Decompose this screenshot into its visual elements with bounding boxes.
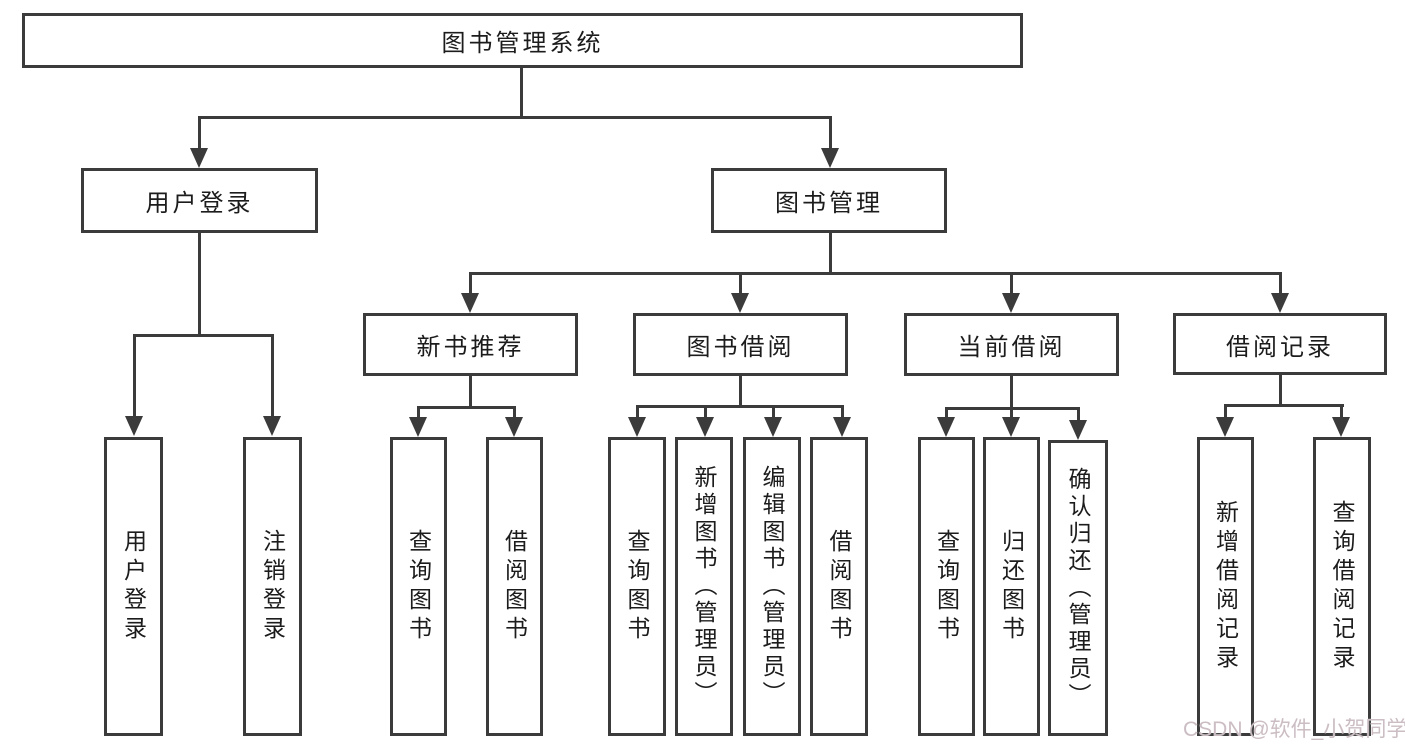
arrow-down-icon bbox=[263, 416, 281, 436]
csdn-watermark: CSDN @软件_小贺同学 bbox=[1183, 718, 1405, 741]
connector-line bbox=[636, 405, 639, 419]
node-book-management: 图书管理 bbox=[711, 168, 947, 233]
connector-line bbox=[469, 272, 1282, 275]
leaf-query-book-1-label: 查询图书 bbox=[405, 528, 432, 645]
leaf-return-book: 归还图书 bbox=[983, 437, 1040, 736]
leaf-borrow-book-2: 借阅图书 bbox=[810, 437, 868, 736]
leaf-confirm-return-admin: 确认归还（管理员） bbox=[1048, 440, 1108, 736]
arrow-down-icon bbox=[833, 417, 851, 437]
connector-line bbox=[1279, 272, 1282, 295]
connector-line bbox=[198, 116, 831, 119]
leaf-confirm-return-admin-label: 确认归还（管理员） bbox=[1065, 466, 1091, 710]
connector-line bbox=[1077, 407, 1080, 421]
node-user-login: 用户登录 bbox=[81, 168, 318, 233]
arrow-down-icon bbox=[1271, 293, 1289, 313]
connector-line bbox=[1279, 375, 1282, 407]
leaf-query-book-3-label: 查询图书 bbox=[933, 528, 960, 645]
leaf-user-login: 用户登录 bbox=[104, 437, 163, 736]
leaf-query-book-3: 查询图书 bbox=[918, 437, 975, 736]
arrow-down-icon bbox=[1332, 417, 1350, 437]
connector-line bbox=[417, 406, 420, 419]
connector-line bbox=[469, 272, 472, 295]
leaf-query-book-2: 查询图书 bbox=[608, 437, 666, 736]
connector-line bbox=[1224, 404, 1344, 407]
leaf-add-borrow-record-label: 新增借阅记录 bbox=[1212, 499, 1239, 674]
connector-line bbox=[829, 116, 832, 149]
arrow-down-icon bbox=[731, 293, 749, 313]
leaf-query-book-2-label: 查询图书 bbox=[624, 528, 650, 645]
connector-line bbox=[513, 406, 516, 419]
leaf-edit-book-admin: 编辑图书（管理员） bbox=[743, 437, 801, 736]
connector-line bbox=[417, 406, 516, 409]
connector-line bbox=[772, 405, 775, 419]
arrow-down-icon bbox=[409, 417, 427, 437]
leaf-query-book-1: 查询图书 bbox=[390, 437, 447, 736]
leaf-add-borrow-record: 新增借阅记录 bbox=[1197, 437, 1254, 736]
connector-line bbox=[271, 334, 274, 417]
connector-line bbox=[704, 405, 707, 419]
node-borrow-records-label: 借阅记录 bbox=[1226, 333, 1334, 361]
node-user-login-label: 用户登录 bbox=[145, 190, 254, 217]
arrow-down-icon bbox=[1069, 420, 1087, 440]
leaf-add-book-admin: 新增图书（管理员） bbox=[675, 437, 733, 736]
node-new-book-recommend: 新书推荐 bbox=[363, 313, 578, 376]
leaf-logout-label: 注销登录 bbox=[259, 528, 286, 645]
leaf-borrow-book-1: 借阅图书 bbox=[486, 437, 543, 736]
connector-line bbox=[1224, 404, 1227, 419]
connector-line bbox=[945, 407, 948, 419]
connector-line bbox=[841, 405, 844, 419]
connector-line bbox=[198, 116, 201, 149]
connector-line bbox=[636, 405, 844, 408]
connector-line bbox=[739, 376, 742, 408]
node-new-book-recommend-label: 新书推荐 bbox=[416, 334, 525, 361]
leaf-user-login-label: 用户登录 bbox=[120, 528, 147, 645]
connector-line bbox=[469, 376, 472, 409]
leaf-add-book-admin-label: 新增图书（管理员） bbox=[691, 465, 717, 708]
arrow-down-icon bbox=[125, 416, 143, 436]
connector-line bbox=[133, 334, 274, 337]
connector-line bbox=[1340, 404, 1343, 419]
connector-line bbox=[133, 334, 136, 417]
connector-line bbox=[1010, 407, 1013, 419]
leaf-edit-book-admin-label: 编辑图书（管理员） bbox=[759, 465, 785, 708]
arrow-down-icon bbox=[628, 417, 646, 437]
node-book-borrow: 图书借阅 bbox=[633, 313, 848, 376]
arrow-down-icon bbox=[764, 417, 782, 437]
arrow-down-icon bbox=[461, 293, 479, 313]
node-book-borrow-label: 图书借阅 bbox=[686, 334, 795, 361]
connector-line bbox=[198, 233, 201, 337]
leaf-borrow-book-1-label: 借阅图书 bbox=[501, 528, 528, 645]
connector-line bbox=[1010, 376, 1013, 410]
leaf-return-book-label: 归还图书 bbox=[998, 528, 1025, 645]
arrow-down-icon bbox=[937, 417, 955, 437]
leaf-query-borrow-record-label: 查询借阅记录 bbox=[1329, 499, 1355, 674]
connector-line bbox=[829, 233, 832, 275]
arrow-down-icon bbox=[190, 148, 208, 168]
connector-line bbox=[739, 272, 742, 295]
leaf-logout: 注销登录 bbox=[243, 437, 302, 736]
arrow-down-icon bbox=[1002, 417, 1020, 437]
connector-line bbox=[520, 68, 523, 119]
arrow-down-icon bbox=[821, 148, 839, 168]
node-root-label: 图书管理系统 bbox=[441, 30, 604, 57]
node-root: 图书管理系统 bbox=[22, 13, 1023, 68]
node-current-borrow-label: 当前借阅 bbox=[957, 334, 1066, 361]
node-book-management-label: 图书管理 bbox=[775, 190, 883, 217]
leaf-query-borrow-record: 查询借阅记录 bbox=[1313, 437, 1371, 736]
leaf-borrow-book-2-label: 借阅图书 bbox=[826, 528, 852, 645]
arrow-down-icon bbox=[1002, 293, 1020, 313]
arrow-down-icon bbox=[696, 417, 714, 437]
connector-line bbox=[1010, 272, 1013, 295]
node-borrow-records: 借阅记录 bbox=[1173, 313, 1387, 375]
arrow-down-icon bbox=[505, 417, 523, 437]
arrow-down-icon bbox=[1216, 417, 1234, 437]
node-current-borrow: 当前借阅 bbox=[904, 313, 1119, 376]
